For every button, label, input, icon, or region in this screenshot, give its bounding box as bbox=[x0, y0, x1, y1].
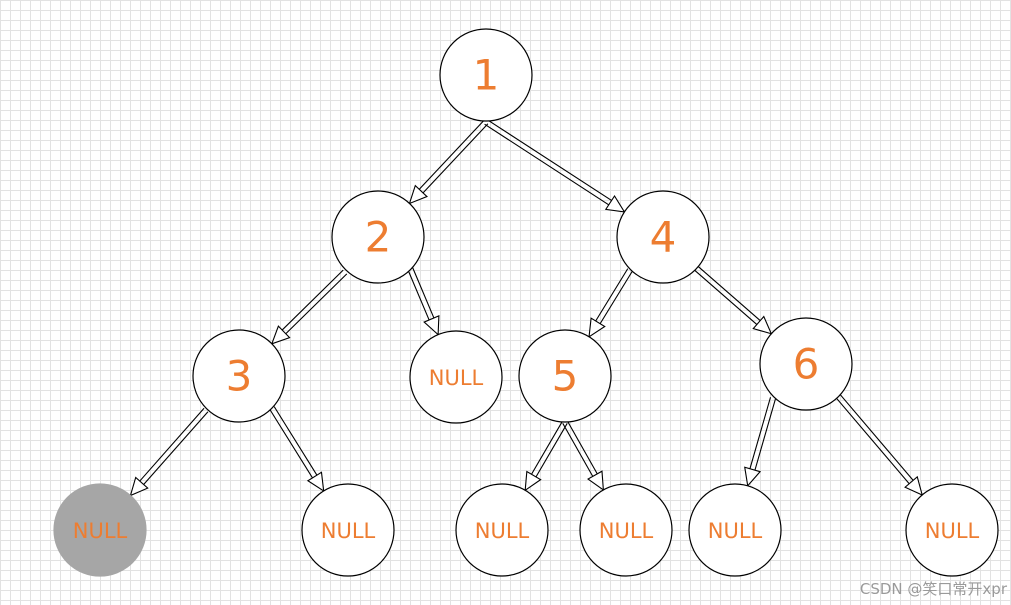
node-circle bbox=[616, 190, 710, 284]
edge-shaft-line-1 bbox=[562, 423, 595, 479]
node-circle bbox=[518, 329, 612, 423]
edge-shaft-line-1 bbox=[484, 123, 611, 207]
tree-node-n1: 1 bbox=[439, 28, 533, 122]
arrow-head bbox=[306, 471, 325, 493]
edge-n1-to-n4 bbox=[484, 119, 626, 213]
edge-shaft-line-2 bbox=[753, 398, 777, 473]
node-label: NULL bbox=[429, 366, 484, 390]
node-label: 6 bbox=[793, 340, 820, 389]
arrow-head bbox=[423, 315, 440, 336]
edge-shaft-line-2 bbox=[421, 123, 489, 195]
node-label: NULL bbox=[599, 519, 654, 543]
edge-shaft-line-1 bbox=[417, 119, 485, 192]
edge-n6-to-null-f bbox=[744, 397, 777, 488]
node-label: 5 bbox=[552, 352, 579, 401]
node-circle bbox=[688, 483, 782, 577]
edge-shaft-line-1 bbox=[748, 397, 772, 471]
edge-shaft-line-1 bbox=[138, 407, 205, 483]
edge-shaft-line-1 bbox=[594, 268, 629, 323]
node-circle bbox=[759, 317, 853, 411]
edge-shaft-line-2 bbox=[839, 393, 915, 483]
arrow-head bbox=[588, 317, 606, 338]
tree-node-n4: 4 bbox=[616, 190, 710, 284]
node-circle bbox=[331, 190, 425, 284]
node-label: NULL bbox=[925, 519, 980, 543]
tree-node-null-g: NULL bbox=[905, 483, 999, 577]
tree-node-null-e: NULL bbox=[579, 483, 673, 577]
arrow-head bbox=[587, 470, 605, 492]
edge-n3-to-null-c bbox=[269, 406, 325, 493]
tree-node-n5: 5 bbox=[518, 329, 612, 423]
edge-shaft-line-2 bbox=[141, 411, 209, 487]
node-circle bbox=[905, 483, 999, 577]
edge-shaft-line-2 bbox=[487, 119, 614, 203]
arrow-head bbox=[524, 470, 542, 492]
edges-layer bbox=[129, 119, 924, 497]
edge-n6-to-null-g bbox=[835, 393, 924, 496]
edge-n3-to-null-b bbox=[129, 407, 209, 497]
node-label: 1 bbox=[473, 51, 500, 100]
edge-n2-to-n3 bbox=[270, 269, 348, 345]
tree-node-null-d: NULL bbox=[455, 483, 549, 577]
node-label: NULL bbox=[708, 519, 763, 543]
arrow-head bbox=[744, 466, 762, 488]
edge-shaft-line-2 bbox=[534, 423, 568, 479]
edge-shaft-line-2 bbox=[283, 273, 348, 336]
arrow-head bbox=[408, 184, 428, 205]
tree-node-n6: 6 bbox=[759, 317, 853, 411]
node-circle bbox=[455, 483, 549, 577]
edge-shaft-line-2 bbox=[411, 266, 436, 321]
edge-n5-to-null-d bbox=[524, 420, 568, 492]
edge-shaft-line-2 bbox=[598, 271, 633, 326]
node-label: 4 bbox=[650, 213, 677, 262]
tree-node-n2: 2 bbox=[331, 190, 425, 284]
edge-n1-to-n2 bbox=[408, 119, 489, 205]
tree-node-null-c: NULL bbox=[301, 483, 395, 577]
node-label: NULL bbox=[73, 519, 128, 543]
node-circle bbox=[301, 483, 395, 577]
node-label: NULL bbox=[321, 519, 376, 543]
node-circle bbox=[192, 329, 286, 423]
arrow-head bbox=[129, 476, 149, 497]
arrow-head bbox=[604, 194, 626, 213]
edge-shaft-line-1 bbox=[530, 420, 564, 477]
edge-n5-to-null-e bbox=[562, 420, 605, 492]
edge-shaft-line-1 bbox=[835, 397, 911, 486]
node-label: NULL bbox=[475, 519, 530, 543]
edge-shaft-line-2 bbox=[697, 265, 763, 323]
node-circle bbox=[579, 483, 673, 577]
edge-shaft-line-2 bbox=[273, 406, 319, 478]
edge-n4-to-n5 bbox=[588, 268, 633, 338]
tree-node-n3: 3 bbox=[192, 329, 286, 423]
edge-shaft-line-2 bbox=[566, 420, 599, 476]
edge-shaft-line-1 bbox=[407, 268, 431, 323]
edge-shaft-line-1 bbox=[269, 409, 315, 480]
tree-node-null-f: NULL bbox=[688, 483, 782, 577]
csdn-watermark: CSDN @笑口常开xpr bbox=[859, 580, 1007, 598]
tree-node-null-b: NULL bbox=[53, 483, 147, 577]
edge-n4-to-n6 bbox=[693, 265, 773, 335]
edge-shaft-line-1 bbox=[693, 269, 759, 327]
tree-node-null-a: NULL bbox=[409, 330, 503, 424]
arrow-head bbox=[270, 325, 291, 345]
edge-n2-to-null-a bbox=[407, 266, 440, 336]
node-label: 3 bbox=[226, 352, 253, 401]
arrow-head bbox=[904, 475, 924, 496]
node-label: 2 bbox=[365, 213, 392, 262]
node-circle bbox=[409, 330, 503, 424]
edge-shaft-line-1 bbox=[280, 269, 344, 332]
node-circle-highlighted bbox=[53, 483, 147, 577]
node-circle bbox=[439, 28, 533, 122]
arrow-head bbox=[752, 315, 773, 335]
